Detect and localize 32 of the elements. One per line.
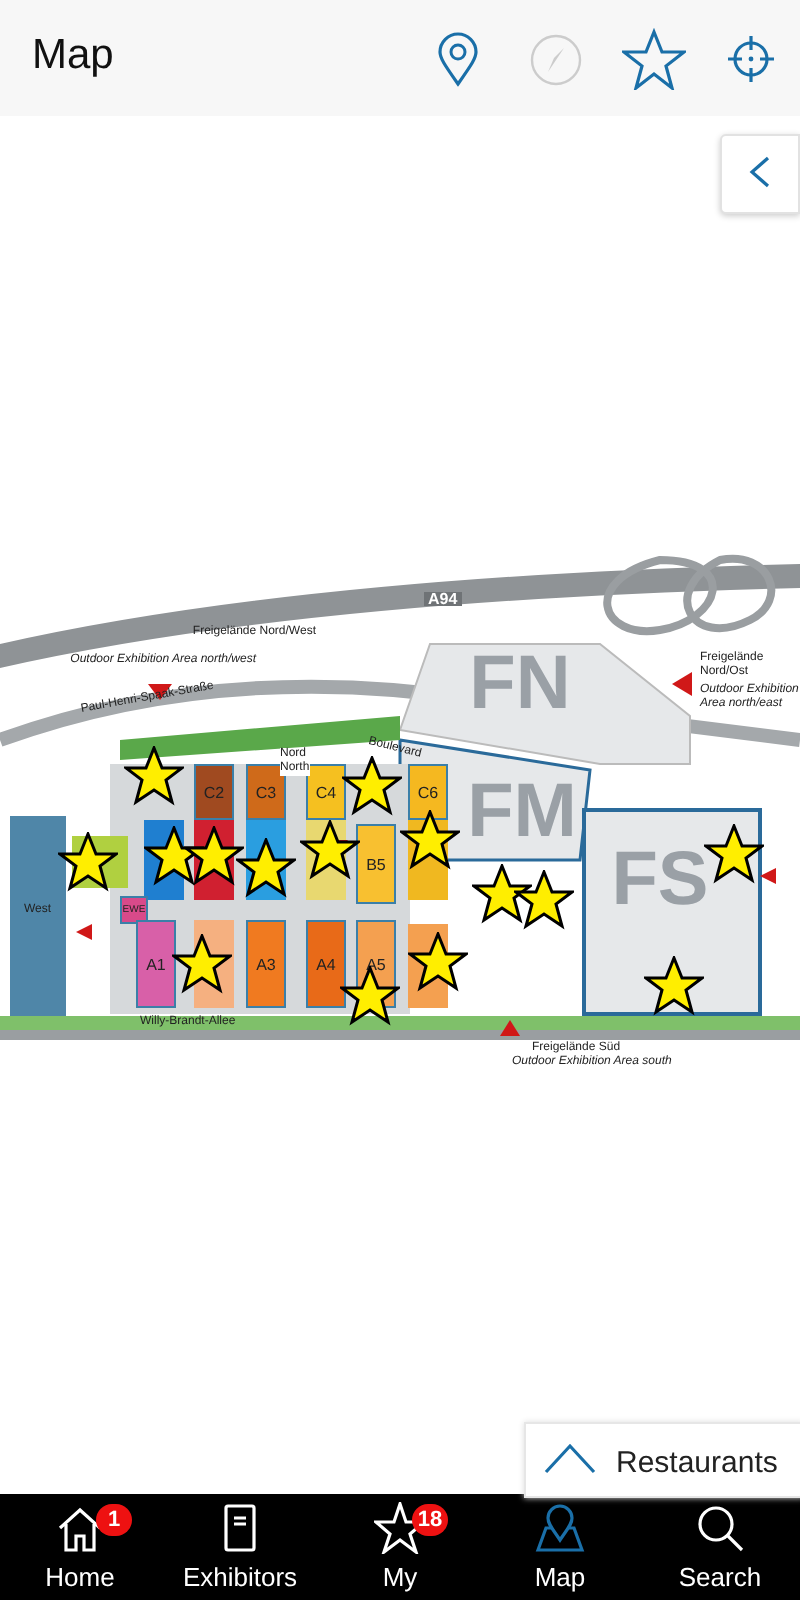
- star-marker-icon: [58, 832, 118, 892]
- star-marker-icon: [342, 756, 402, 816]
- star-marker-icon: [472, 864, 532, 924]
- hall-block: C6: [408, 764, 448, 820]
- hall-block: C4: [306, 764, 346, 820]
- star-marker-icon: [172, 934, 232, 994]
- exhibitors-tab: Exhibitors: [160, 1494, 320, 1600]
- exhibition-area: FM: [472, 776, 572, 848]
- page-title: Map: [32, 32, 114, 80]
- hall-block: C2: [194, 764, 234, 820]
- road-label: A94: [424, 592, 462, 606]
- star-marker-icon: [408, 932, 468, 992]
- hall-block: A4: [306, 920, 346, 1008]
- star-marker-icon: [704, 824, 764, 884]
- notification-badge: 18: [412, 1504, 448, 1536]
- star-marker-icon: [236, 838, 296, 898]
- exhibition-area: FN: [450, 630, 590, 740]
- panel-label: Restaurants: [616, 1446, 778, 1480]
- star-marker-icon: [400, 810, 460, 870]
- star-marker-icon: [124, 746, 184, 806]
- search-tab: Search: [640, 1494, 800, 1600]
- hall-block: B5: [356, 824, 396, 904]
- home-tab: 1 Home: [0, 1494, 160, 1600]
- notification-badge: 1: [96, 1504, 132, 1536]
- star-marker-icon: [644, 956, 704, 1016]
- star-marker-icon: [300, 820, 360, 880]
- hall-block: A1: [136, 920, 176, 1008]
- star-marker-icon: [184, 826, 244, 886]
- hall-block: A3: [246, 920, 286, 1008]
- favorites-tab: 18 My: [320, 1494, 480, 1600]
- star-marker-icon: [514, 870, 574, 930]
- map-tab: Map: [480, 1494, 640, 1600]
